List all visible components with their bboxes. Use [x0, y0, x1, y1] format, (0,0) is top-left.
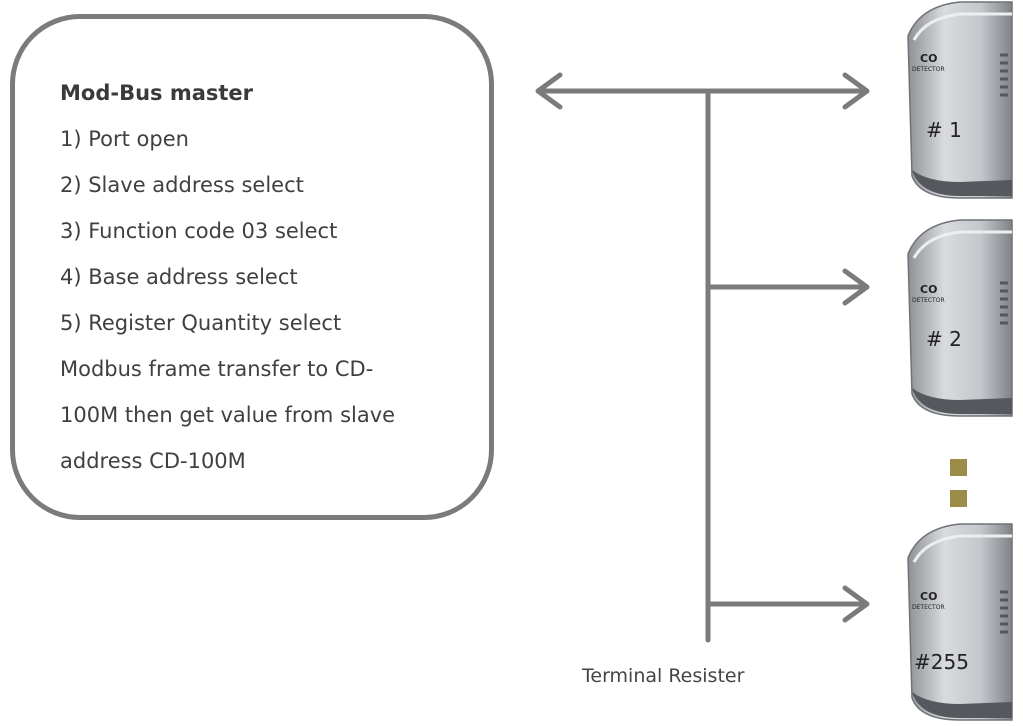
modbus-master-text: Mod-Bus master 1) Port open 2) Slave add…: [60, 70, 480, 484]
master-step-2: 2) Slave address select: [60, 173, 304, 197]
master-note-line-2: 100M then get value from slave: [60, 403, 396, 427]
ellipsis-dot-2: [950, 490, 967, 507]
modbus-master-box: [10, 14, 494, 520]
master-note-line-3: address CD-100M: [60, 449, 246, 473]
device-1-sub: DETECTOR: [912, 66, 945, 73]
vent-slots-icon: [1000, 53, 1008, 97]
device-1-brand: CO: [920, 52, 938, 65]
vent-slots-icon: [1000, 281, 1008, 325]
terminal-resister-label: Terminal Resister: [582, 665, 745, 687]
vent-slots-icon: [1000, 590, 1008, 634]
arrowhead-left: [535, 72, 563, 110]
co-detector-device-2: [907, 219, 1013, 417]
master-title: Mod-Bus master: [60, 81, 254, 105]
device-2-brand: CO: [920, 283, 938, 296]
ellipsis-dot-1: [950, 459, 967, 476]
arrowhead-right-2: [842, 268, 870, 306]
co-detector-device-255: [907, 523, 1013, 721]
master-step-3: 3) Function code 03 select: [60, 219, 338, 243]
device-255-sub: DETECTOR: [912, 604, 945, 611]
master-note-line-1: Modbus frame transfer to CD-: [60, 357, 374, 381]
arrowhead-right-1: [842, 72, 870, 110]
device-255-brand: CO: [920, 590, 938, 603]
master-step-5: 5) Register Quantity select: [60, 311, 342, 335]
device-2-sub: DETECTOR: [912, 297, 945, 304]
co-detector-device-1: [907, 1, 1013, 199]
master-step-1: 1) Port open: [60, 127, 189, 151]
device-2-label: # 2: [926, 327, 962, 351]
device-255-label: #255: [914, 650, 969, 674]
arrowhead-right-255: [842, 585, 870, 623]
device-1-label: # 1: [926, 118, 962, 142]
master-step-4: 4) Base address select: [60, 265, 298, 289]
